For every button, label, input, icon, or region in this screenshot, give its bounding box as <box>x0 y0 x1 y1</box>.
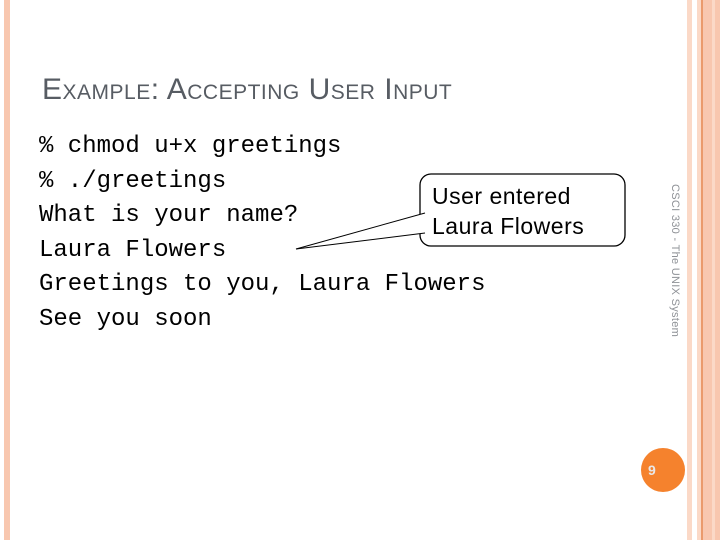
callout-line: Laura Flowers <box>432 213 585 239</box>
terminal-line: Greetings to you, Laura Flowers <box>39 271 486 299</box>
terminal-line: See you soon <box>39 305 212 333</box>
right-accent-stripe <box>701 0 703 540</box>
terminal-line: % ./greetings <box>39 167 227 195</box>
right-accent-stripe <box>712 0 715 540</box>
right-accent-stripe <box>697 0 701 540</box>
right-accent-stripe <box>687 0 692 540</box>
right-accent-stripe <box>703 0 712 540</box>
terminal-line: Laura Flowers <box>39 236 227 264</box>
left-accent-stripe <box>4 0 10 540</box>
callout-line: User entered <box>432 183 571 209</box>
slide-title: Example: Accepting User Input <box>42 73 453 106</box>
page-number: 9 <box>648 462 656 478</box>
terminal-line: What is your name? <box>39 202 299 230</box>
page-number-badge: 9 <box>641 448 685 492</box>
right-accent-stripe <box>715 0 720 540</box>
terminal-line: % chmod u+x greetings <box>39 133 342 160</box>
course-label: CSCI 330 - The UNIX System <box>669 184 681 338</box>
callout-shape <box>295 173 626 250</box>
